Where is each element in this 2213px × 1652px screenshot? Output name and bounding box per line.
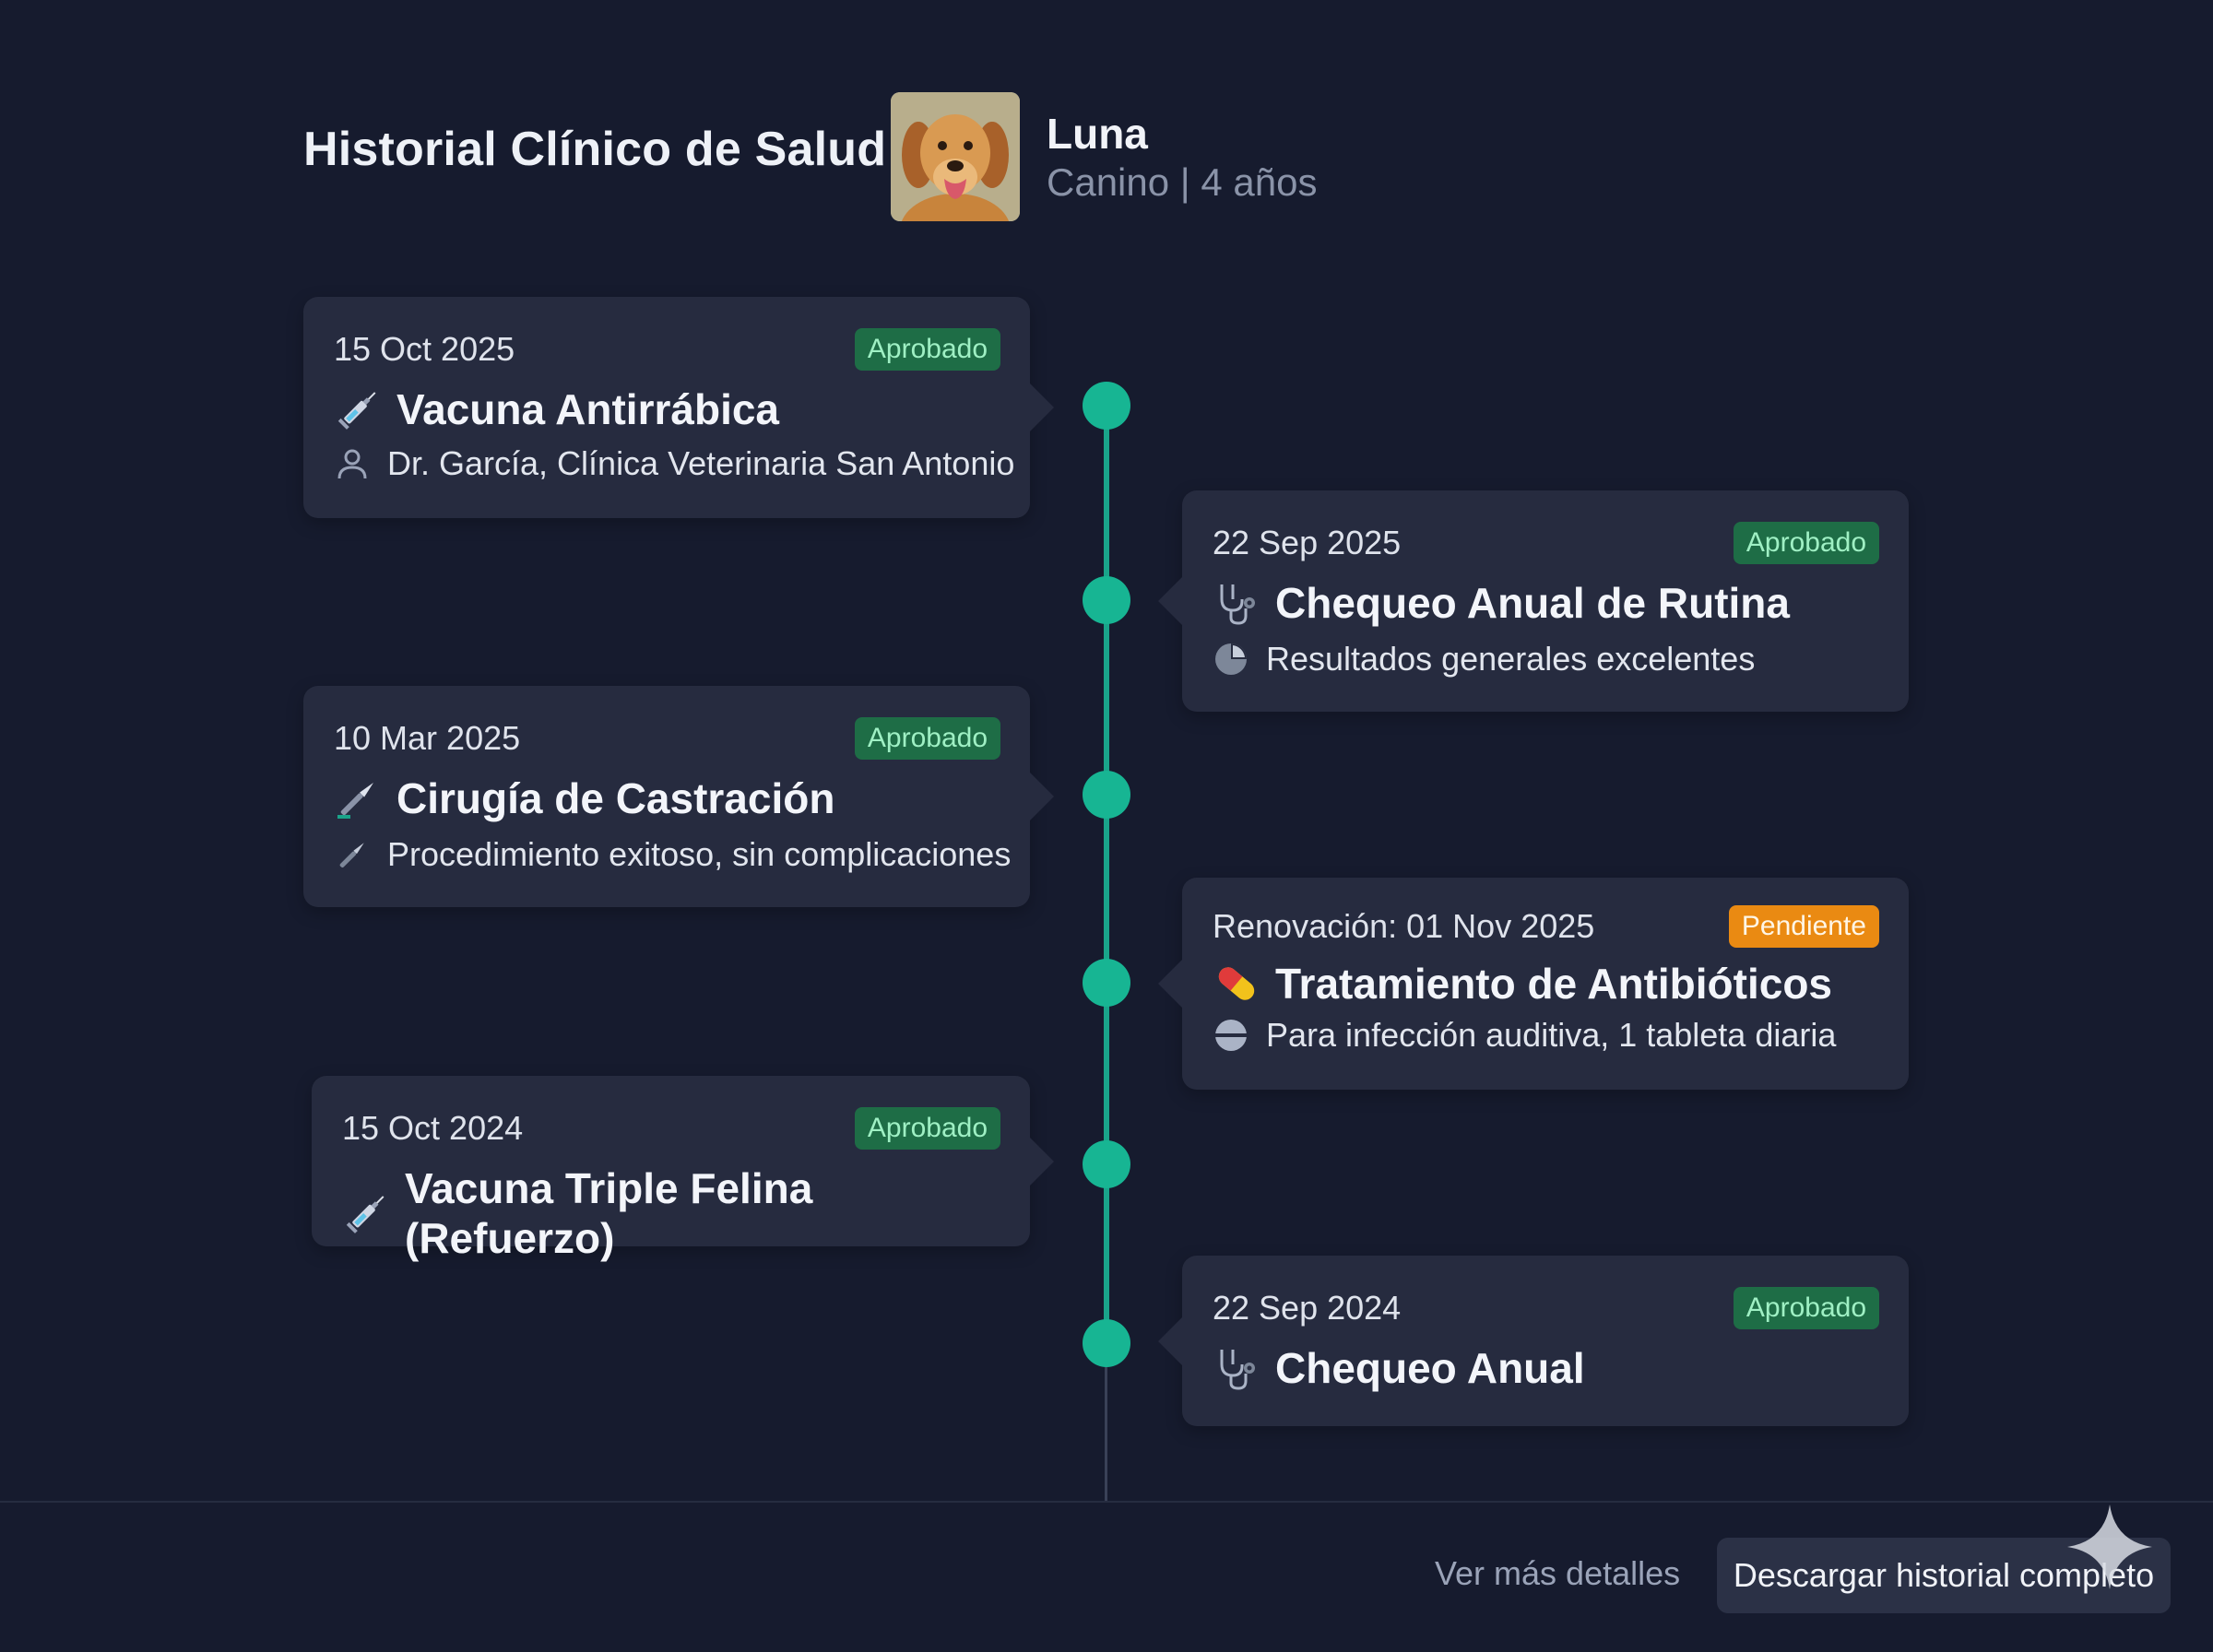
event-date: 22 Sep 2024	[1213, 1289, 1402, 1327]
syringe-icon	[337, 392, 376, 430]
download-history-label: Descargar historial completo	[1733, 1556, 2155, 1594]
event-detail-row: Procedimiento exitoso, sin complicacione…	[334, 835, 1011, 874]
status-badge: Aprobado	[854, 328, 1000, 371]
event-date: 15 Oct 2025	[334, 330, 515, 368]
event-date: 15 Oct 2024	[342, 1109, 524, 1147]
pet-info: Canino | 4 años	[1047, 160, 1318, 204]
event-title-row: Tratamiento de Antibióticos	[1213, 959, 1832, 1009]
timeline-tail	[1105, 1328, 1107, 1501]
event-title: Chequeo Anual de Rutina	[1275, 579, 1790, 627]
status-badge: Pendiente	[1728, 905, 1879, 948]
timeline-card[interactable]: 15 Oct 2024 Aprobado Vacuna Triple Felin…	[312, 1076, 1054, 1262]
timeline-node[interactable]	[1083, 382, 1130, 430]
timeline-card[interactable]: 22 Sep 2025 Aprobado Chequeo Anual de Ru…	[1158, 490, 1909, 712]
status-badge: Aprobado	[1733, 522, 1879, 564]
footer-divider	[0, 1501, 2213, 1503]
scalpel-icon	[337, 783, 373, 819]
timeline-node[interactable]	[1083, 959, 1130, 1007]
event-title-row: Vacuna Antirrábica	[334, 384, 779, 434]
event-detail: Dr. García, Clínica Veterinaria San Anto…	[387, 444, 1015, 482]
timeline-node[interactable]	[1083, 1319, 1130, 1367]
event-title-row: Chequeo Anual de Rutina	[1213, 578, 1790, 628]
status-badge: Aprobado	[854, 1107, 1000, 1150]
event-title-row: Cirugía de Castración	[334, 773, 834, 823]
event-detail: Para infección auditiva, 1 tableta diari…	[1266, 1016, 1837, 1054]
timeline-card[interactable]: 22 Sep 2024 Aprobado Chequeo Anual	[1158, 1256, 1909, 1426]
event-date: Renovación: 01 Nov 2025	[1213, 907, 1595, 945]
pie-chart-icon	[1215, 643, 1247, 675]
event-title-row: Vacuna Triple Felina (Refuerzo)	[342, 1163, 1030, 1263]
timeline-card[interactable]: 10 Mar 2025 Aprobado Cirugía de Castraci…	[303, 686, 1054, 907]
tablet-icon	[1215, 1020, 1247, 1051]
event-title: Cirugía de Castración	[396, 774, 835, 822]
timeline-card[interactable]: 15 Oct 2025 Aprobado Vacuna Antirrábica …	[303, 297, 1054, 518]
pet-name: Luna	[1047, 110, 1148, 158]
event-detail-row: Para infección auditiva, 1 tableta diari…	[1213, 1016, 1836, 1055]
page-title: Historial Clínico de Salud	[303, 123, 887, 176]
pet-avatar	[891, 92, 1020, 221]
event-title: Tratamiento de Antibióticos	[1275, 960, 1833, 1008]
event-title: Chequeo Anual	[1275, 1344, 1585, 1392]
stethoscope-icon	[1220, 584, 1255, 625]
timeline-line	[1104, 406, 1109, 1328]
more-details-link[interactable]: Ver más detalles	[1435, 1554, 1681, 1592]
event-detail: Procedimiento exitoso, sin complicacione…	[387, 835, 1012, 873]
status-badge: Aprobado	[1733, 1287, 1879, 1329]
sparkle-icon	[2067, 1504, 2152, 1589]
timeline-node[interactable]	[1083, 771, 1130, 819]
event-detail-row: Dr. García, Clínica Veterinaria San Anto…	[334, 444, 1014, 483]
event-title-row: Chequeo Anual	[1213, 1343, 1585, 1393]
stethoscope-icon	[1220, 1350, 1255, 1390]
event-detail-row: Resultados generales excelentes	[1213, 640, 1755, 678]
event-detail: Resultados generales excelentes	[1266, 640, 1756, 678]
event-title: Vacuna Triple Felina (Refuerzo)	[405, 1164, 813, 1262]
dog-photo-icon	[891, 92, 1020, 221]
scalpel-icon	[339, 843, 364, 868]
syringe-icon	[346, 1196, 385, 1233]
user-icon	[337, 449, 367, 479]
timeline-node[interactable]	[1083, 1140, 1130, 1188]
status-badge: Aprobado	[854, 717, 1000, 760]
pill-icon	[1218, 967, 1255, 1000]
event-date: 10 Mar 2025	[334, 719, 521, 757]
timeline-node[interactable]	[1083, 576, 1130, 624]
event-date: 22 Sep 2025	[1213, 524, 1402, 561]
timeline-card[interactable]: Renovación: 01 Nov 2025 Pendiente Tratam…	[1158, 878, 1909, 1090]
event-title: Vacuna Antirrábica	[396, 385, 780, 433]
